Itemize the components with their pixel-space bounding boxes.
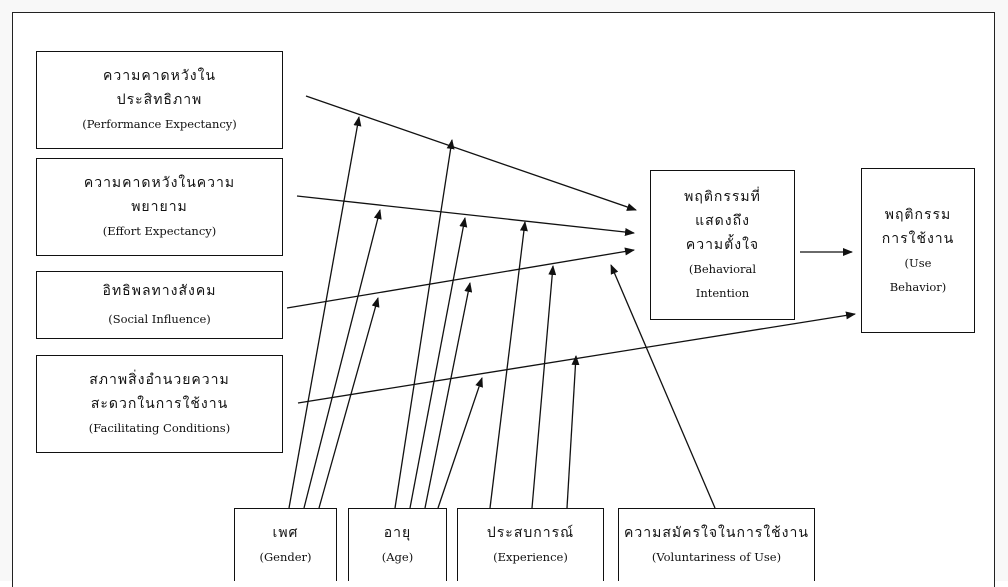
arrow-performance-to-intention bbox=[305, 95, 637, 211]
effort-th-line2: พยายาม bbox=[131, 199, 188, 215]
arrow-age-moderates-performance bbox=[394, 139, 455, 509]
behavior-en-line2: Behavior) bbox=[889, 279, 947, 294]
arrow-effort-to-intention bbox=[296, 195, 635, 236]
social-en: (Social Influence) bbox=[108, 312, 211, 326]
arrow-gender-moderates-social bbox=[318, 297, 380, 509]
intention-th-line3: ความตั้งใจ bbox=[685, 237, 760, 253]
arrow-voluntariness-moderates-social bbox=[610, 264, 716, 509]
facilitating-th-line2: สะดวกในการใช้งาน bbox=[90, 396, 229, 412]
experience-th: ประสบการณ์ bbox=[486, 525, 575, 541]
arrow-age-moderates-effort bbox=[409, 217, 468, 509]
effort-th-line1: ความคาดหวังในความ bbox=[83, 175, 236, 191]
age-th: อายุ bbox=[383, 525, 412, 541]
intention-th-line1: พฤติกรรมที่ bbox=[684, 189, 761, 205]
box-voluntariness: ความสมัครใจในการใช้งาน (Voluntariness of… bbox=[618, 508, 815, 581]
box-effort-expectancy: ความคาดหวังในความ พยายาม (Effort Expecta… bbox=[36, 158, 283, 256]
box-age: อายุ (Age) bbox=[348, 508, 447, 581]
behavior-th-line2: การใช้งาน bbox=[881, 230, 955, 247]
facilitating-th-line1: สภาพสิ่งอำนวยความ bbox=[89, 372, 230, 388]
box-facilitating-conditions: สภาพสิ่งอำนวยความ สะดวกในการใช้งาน (Faci… bbox=[36, 355, 283, 453]
voluntariness-th: ความสมัครใจในการใช้งาน bbox=[624, 525, 809, 541]
age-en: (Age) bbox=[381, 550, 414, 564]
voluntariness-en: (Voluntariness of Use) bbox=[651, 550, 782, 564]
box-performance-expectancy: ความคาดหวังใน ประสิทธิภาพ (Performance E… bbox=[36, 51, 283, 149]
performance-th-line1: ความคาดหวังใน bbox=[103, 68, 216, 84]
arrow-gender-moderates-performance bbox=[288, 116, 362, 509]
box-social-influence: อิทธิพลทางสังคม (Social Influence) bbox=[36, 271, 283, 339]
intention-en-line1: (Behavioral bbox=[688, 262, 757, 276]
behavior-th-line1: พฤติกรรม bbox=[884, 206, 952, 223]
social-th-line1: อิทธิพลทางสังคม bbox=[102, 283, 217, 299]
intention-th-line2: แสดงถึง bbox=[695, 213, 750, 229]
box-gender: เพศ (Gender) bbox=[234, 508, 337, 581]
arrow-gender-moderates-effort bbox=[303, 209, 382, 509]
effort-en: (Effort Expectancy) bbox=[102, 224, 217, 238]
behavior-en-line1: (Use bbox=[904, 255, 932, 270]
arrow-social-to-intention bbox=[286, 247, 635, 309]
arrow-age-moderates-facilitating bbox=[437, 377, 483, 509]
facilitating-en: (Facilitating Conditions) bbox=[88, 421, 231, 435]
box-experience: ประสบการณ์ (Experience) bbox=[457, 508, 604, 581]
gender-en: (Gender) bbox=[259, 550, 312, 564]
experience-en: (Experience) bbox=[493, 550, 568, 564]
arrow-experience-moderates-facilitating bbox=[566, 355, 580, 509]
arrow-experience-moderates-social bbox=[531, 265, 557, 509]
performance-th-line2: ประสิทธิภาพ bbox=[116, 92, 203, 108]
intention-en-line2: Intention bbox=[695, 286, 750, 300]
arrow-experience-moderates-effort bbox=[489, 221, 528, 509]
box-behavioral-intention: พฤติกรรมที่ แสดงถึง ความตั้งใจ (Behavior… bbox=[650, 170, 795, 320]
box-use-behavior: พฤติกรรม การใช้งาน (Use Behavior) bbox=[861, 168, 975, 333]
performance-en: (Performance Expectancy) bbox=[82, 117, 237, 131]
arrow-age-moderates-social bbox=[424, 282, 473, 509]
gender-th: เพศ bbox=[272, 525, 299, 541]
